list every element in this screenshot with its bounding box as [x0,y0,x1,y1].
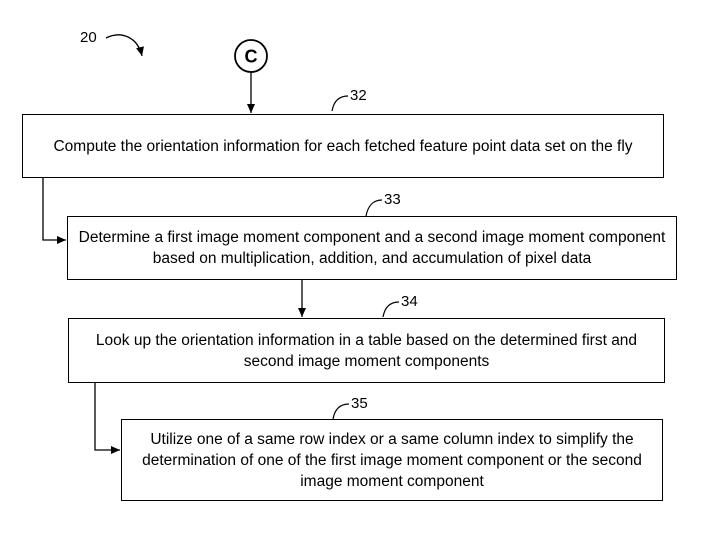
ref-leader-35 [332,403,350,420]
figure-ref-arrow [105,34,144,57]
step-text-34: Look up the orientation information in a… [95,331,638,370]
ref-leader-32 [331,95,349,112]
step-ref-34: 34 [401,293,418,310]
connector-label: C [245,47,258,67]
step-text-32: Compute the orientation information for … [53,137,633,155]
step-box-33: Determine a first image moment component… [67,216,677,280]
step-ref-35: 35 [351,395,368,412]
step-text-33: Determine a first image moment component… [78,229,666,267]
step-box-34: Look up the orientation information in a… [68,318,665,383]
arrow-step-32-to-33 [42,177,66,244]
step-ref-32: 32 [350,87,367,104]
arrow-step-34-to-35 [94,382,120,454]
step-ref-33: 33 [384,191,401,208]
step-box-32: Compute the orientation information for … [22,114,664,178]
figure-ref-label: 20 [80,29,97,46]
step-box-35: Utilize one of a same row index or a sam… [121,419,663,501]
step-text-35: Utilize one of a same row index or a sam… [142,430,642,490]
ref-leader-33 [365,199,383,217]
ref-leader-34 [382,301,400,318]
